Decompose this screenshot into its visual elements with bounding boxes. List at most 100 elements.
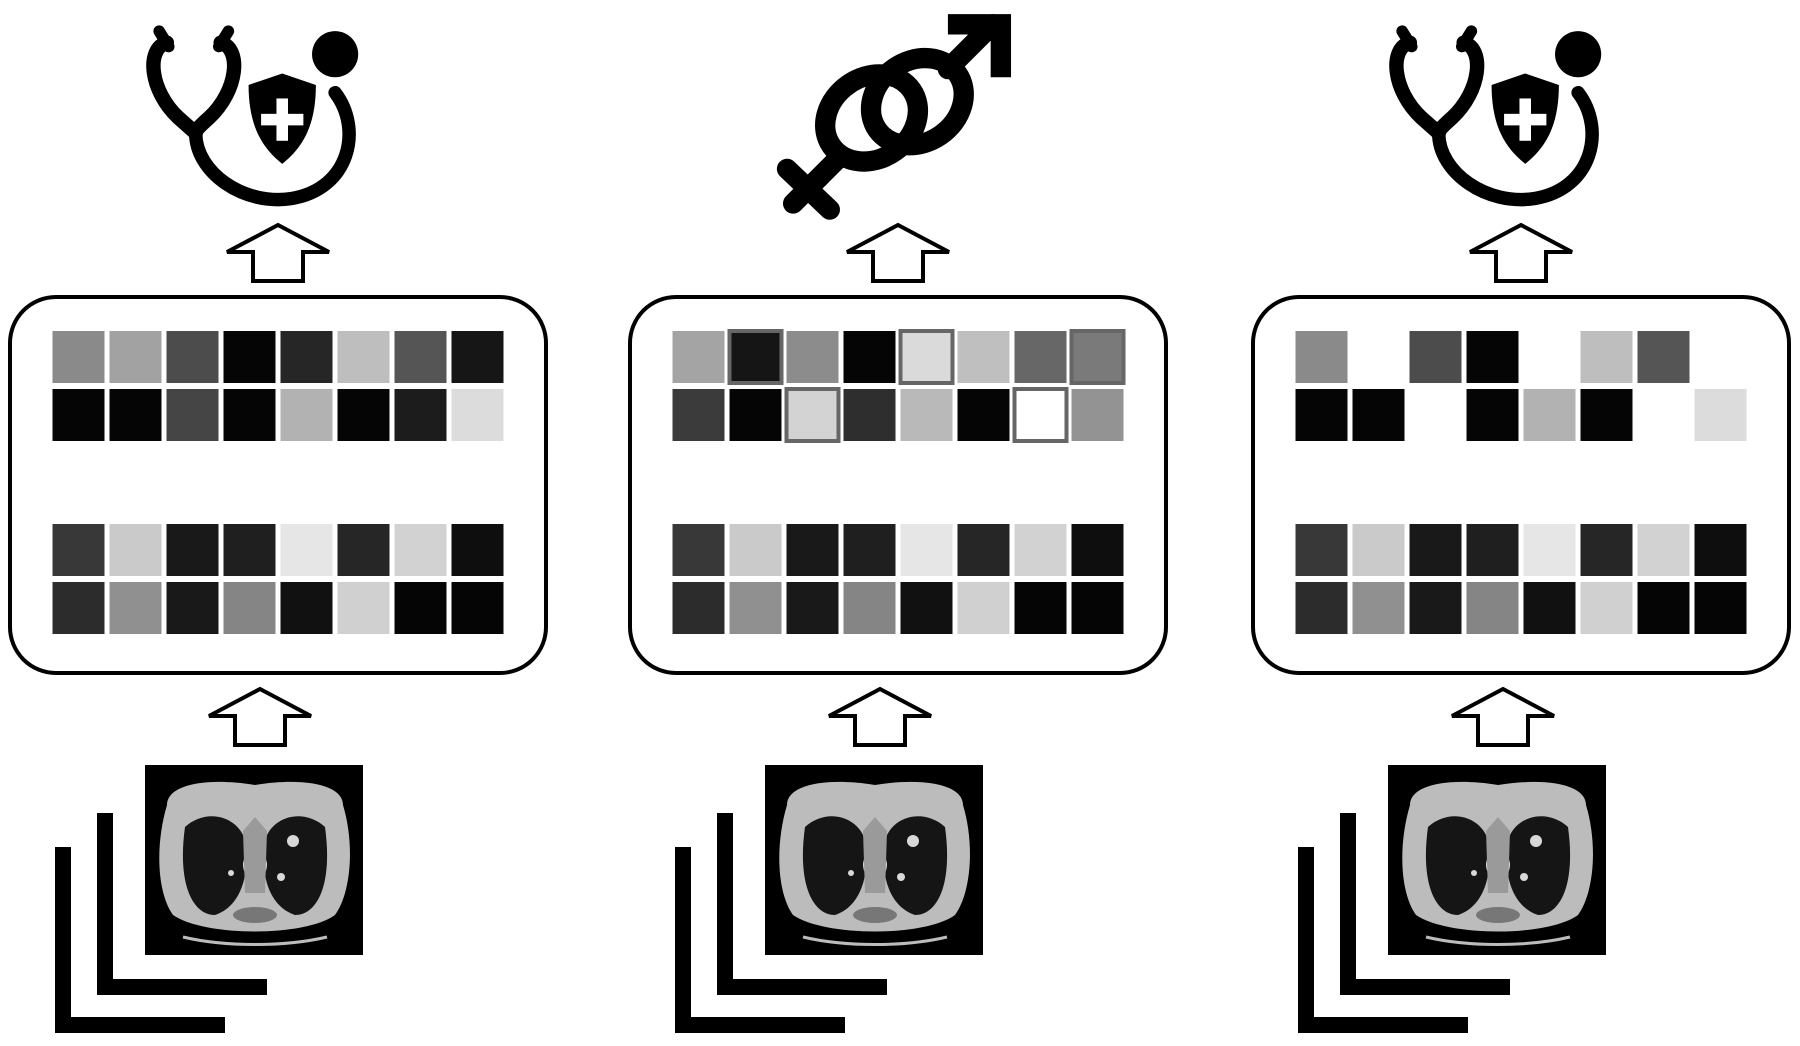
up-arrow-icon xyxy=(225,223,331,283)
feature-cell xyxy=(1466,582,1519,634)
feature-cell xyxy=(786,331,839,383)
feature-cell xyxy=(1295,389,1348,441)
panel-2 xyxy=(628,14,1168,1025)
feature-cell xyxy=(223,389,276,441)
up-arrow-icon xyxy=(207,687,313,747)
feature-cell xyxy=(280,389,333,441)
feature-cell xyxy=(337,331,390,383)
feature-cell xyxy=(52,331,105,383)
feature-cell xyxy=(394,389,447,441)
ct-scan-stack-icon xyxy=(1306,765,1606,1025)
feature-cell xyxy=(1012,387,1069,443)
feature-cell xyxy=(957,331,1010,383)
feature-cell xyxy=(1295,331,1348,383)
feature-cell xyxy=(166,389,219,441)
feature-cell xyxy=(280,524,333,576)
feature-cell xyxy=(1694,582,1747,634)
feature-cell xyxy=(1071,582,1124,634)
feature-cell xyxy=(1466,389,1519,441)
feature-cell xyxy=(843,582,896,634)
feature-cell xyxy=(109,389,162,441)
feature-cell xyxy=(52,582,105,634)
feature-cell xyxy=(223,331,276,383)
feature-cell xyxy=(1523,389,1576,441)
feature-cell xyxy=(900,582,953,634)
feature-cell xyxy=(1637,582,1690,634)
ct-scan-stack-icon xyxy=(683,765,983,1025)
feature-cell xyxy=(394,582,447,634)
feature-cell xyxy=(1014,331,1067,383)
feature-cell xyxy=(280,331,333,383)
feature-cell xyxy=(166,524,219,576)
feature-cell xyxy=(1694,524,1747,576)
feature-cell xyxy=(672,524,725,576)
up-arrow-icon xyxy=(1468,223,1574,283)
feature-cell xyxy=(1295,582,1348,634)
feature-cell xyxy=(451,331,504,383)
feature-cell xyxy=(729,582,782,634)
feature-cell xyxy=(1523,582,1576,634)
feature-cell xyxy=(898,329,955,385)
feature-cell xyxy=(280,582,333,634)
feature-cell xyxy=(1352,524,1405,576)
feature-cell xyxy=(1014,524,1067,576)
feature-cell xyxy=(166,582,219,634)
feature-cell xyxy=(957,582,1010,634)
feature-cell xyxy=(109,524,162,576)
feature-cell xyxy=(109,582,162,634)
feature-cell xyxy=(52,389,105,441)
feature-cell xyxy=(1409,524,1462,576)
feature-cell xyxy=(1295,524,1348,576)
medical-stethoscope-shield-icon xyxy=(1396,31,1601,199)
feature-cell xyxy=(672,582,725,634)
feature-cell xyxy=(1466,524,1519,576)
feature-cell xyxy=(729,389,782,441)
feature-cell xyxy=(672,331,725,383)
feature-cell xyxy=(727,329,784,385)
feature-cell xyxy=(1580,582,1633,634)
feature-cell xyxy=(1409,582,1462,634)
up-arrow-icon xyxy=(845,223,951,283)
feature-cell xyxy=(394,331,447,383)
feature-cell xyxy=(1071,389,1124,441)
feature-cell xyxy=(1694,389,1747,441)
feature-cell xyxy=(843,524,896,576)
feature-cell xyxy=(729,524,782,576)
feature-cell xyxy=(784,387,841,443)
feature-cell xyxy=(223,524,276,576)
feature-cell xyxy=(451,582,504,634)
feature-cell xyxy=(1637,524,1690,576)
feature-cell xyxy=(900,389,953,441)
feature-cell xyxy=(1466,331,1519,383)
feature-cell xyxy=(786,582,839,634)
feature-cell xyxy=(843,331,896,383)
feature-cell xyxy=(337,582,390,634)
ct-scan-stack-icon xyxy=(63,765,363,1025)
up-arrow-icon xyxy=(827,687,933,747)
feature-cell xyxy=(786,524,839,576)
feature-cell xyxy=(166,331,219,383)
up-arrow-icon xyxy=(1450,687,1556,747)
feature-cell xyxy=(1352,582,1405,634)
feature-cell xyxy=(52,524,105,576)
feature-cell xyxy=(1523,524,1576,576)
feature-cell xyxy=(957,524,1010,576)
feature-cell xyxy=(900,524,953,576)
feature-cell xyxy=(223,582,276,634)
feature-cell xyxy=(1014,582,1067,634)
panel-1 xyxy=(8,31,548,1025)
feature-cell xyxy=(672,389,725,441)
feature-cell xyxy=(1580,524,1633,576)
feature-cell xyxy=(451,389,504,441)
feature-cell xyxy=(109,331,162,383)
feature-cell xyxy=(1409,331,1462,383)
feature-cell xyxy=(1071,524,1124,576)
feature-cell xyxy=(337,524,390,576)
feature-cell xyxy=(451,524,504,576)
feature-cell xyxy=(1637,331,1690,383)
feature-cell xyxy=(337,389,390,441)
feature-cell xyxy=(1352,389,1405,441)
gender-symbol-icon xyxy=(787,14,1011,209)
feature-cell xyxy=(1069,329,1126,385)
